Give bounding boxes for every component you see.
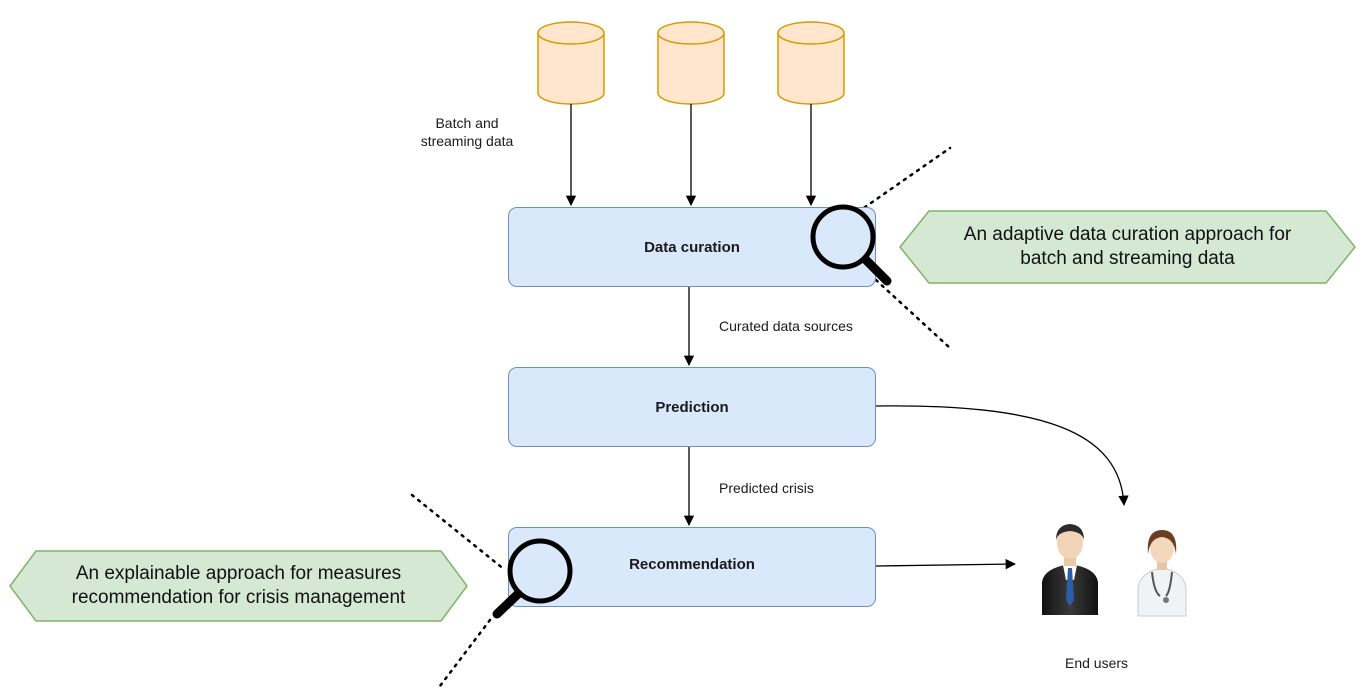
recommendation-label: Recommendation: [629, 555, 755, 573]
recommendation-to-users-arrow: [875, 558, 1017, 570]
prediction-box: Prediction: [508, 367, 876, 447]
businessman-icon: [1042, 524, 1098, 615]
lens-dotted-line: [874, 278, 952, 350]
callout-curation-text: An adaptive data curation approach for b…: [963, 224, 1292, 269]
database-icon-1: [537, 21, 605, 105]
lens-dotted-line: [438, 618, 492, 688]
lens-dotted-line: [856, 146, 952, 214]
data-curation-box: Data curation: [508, 207, 876, 287]
recommendation-box: Recommendation: [508, 527, 876, 607]
curated-data-sources-label: Curated data sources: [719, 318, 853, 334]
callout-recommendation-shape: [9, 550, 468, 622]
data-curation-label: Data curation: [644, 238, 740, 256]
end-users-label: End users: [1065, 655, 1129, 671]
end-users-icons: [1042, 524, 1187, 617]
database-icon-3: [777, 21, 845, 105]
data-sources-label: Batch and streaming data: [420, 115, 514, 149]
doctor-icon: [1137, 530, 1187, 617]
predicted-crisis-label: Predicted crisis: [719, 480, 814, 496]
prediction-to-users-arrow: [875, 405, 1129, 507]
database-icon-2: [657, 21, 725, 105]
prediction-label: Prediction: [655, 398, 729, 416]
callout-recommendation-text: An explainable approach for measures rec…: [71, 563, 406, 608]
callout-curation-shape: [899, 210, 1356, 284]
